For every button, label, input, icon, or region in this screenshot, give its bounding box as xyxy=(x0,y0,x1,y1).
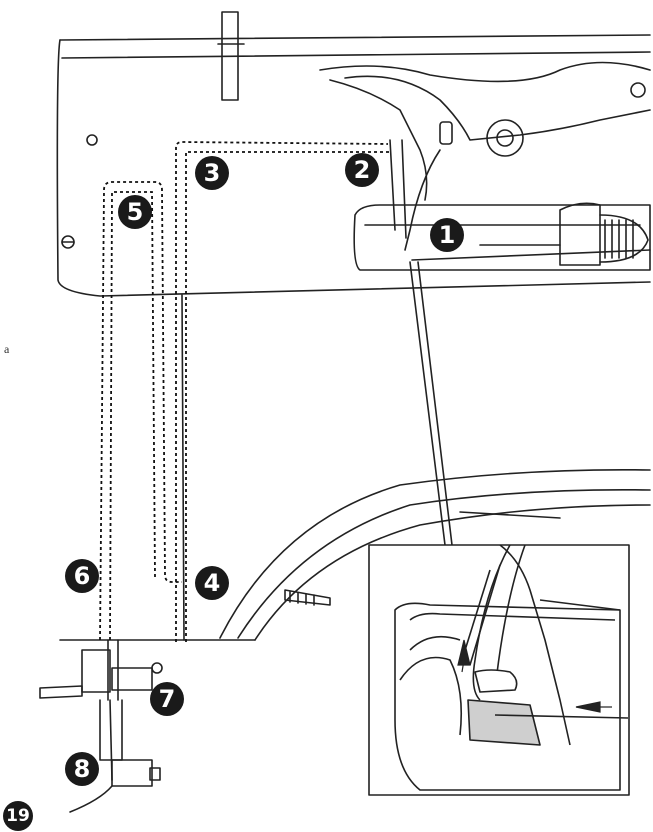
step-badge-5: 5 xyxy=(118,195,152,229)
arrow-up-icon xyxy=(457,639,471,666)
machine-top-edge xyxy=(59,34,651,41)
screw xyxy=(86,134,98,146)
bobbin-winder-housing xyxy=(353,204,651,271)
thread-line xyxy=(411,249,651,261)
step-badge-6: 6 xyxy=(65,559,99,593)
step-badge-8: 8 xyxy=(65,752,99,786)
presser-foot xyxy=(39,685,83,699)
machine-arm-curve xyxy=(219,468,651,639)
threading-path-5 xyxy=(99,181,182,641)
needle-clamp xyxy=(81,649,111,693)
threading-path-3 xyxy=(175,141,389,642)
page-number: 19 xyxy=(3,801,33,831)
margin-text: a xyxy=(4,342,10,356)
machine-top-edge-inner xyxy=(61,51,651,59)
thread-tail xyxy=(69,785,113,813)
inset-thread xyxy=(494,714,629,719)
screw xyxy=(630,82,646,98)
presser-lever xyxy=(284,589,331,606)
machine-body-left-edge xyxy=(56,39,651,297)
thread-line-down xyxy=(409,261,446,546)
spool-pin xyxy=(221,11,239,101)
step-badge-3: 3 xyxy=(195,156,229,190)
step-badge-2: 2 xyxy=(345,153,379,187)
inset-detail-frame xyxy=(368,544,630,796)
step-badge-7: 7 xyxy=(150,682,184,716)
step-badge-1: 1 xyxy=(430,218,464,252)
thread-guide-arm xyxy=(319,61,651,83)
tension-dial xyxy=(486,119,524,157)
step-badge-4: 4 xyxy=(195,566,229,600)
presser-foot-base xyxy=(111,759,153,787)
